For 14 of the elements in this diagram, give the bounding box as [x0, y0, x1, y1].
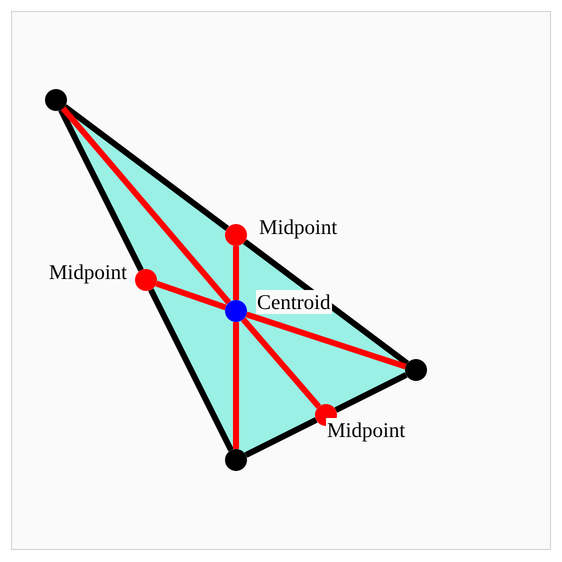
median-line: [155, 280, 227, 310]
triangle-side: [243, 239, 409, 366]
triangle-side: [334, 372, 408, 413]
triangle-side: [63, 104, 229, 231]
median-line: [240, 317, 322, 409]
triangle-side: [58, 108, 144, 272]
triangle-side: [148, 288, 234, 452]
triangle-side: [244, 417, 318, 458]
median-line: [233, 322, 239, 449]
point-label: Centroid: [256, 290, 332, 314]
median-line: [246, 312, 406, 370]
point-label: Midpoint: [326, 418, 406, 442]
median-line: [60, 106, 232, 305]
median-line: [233, 246, 239, 300]
